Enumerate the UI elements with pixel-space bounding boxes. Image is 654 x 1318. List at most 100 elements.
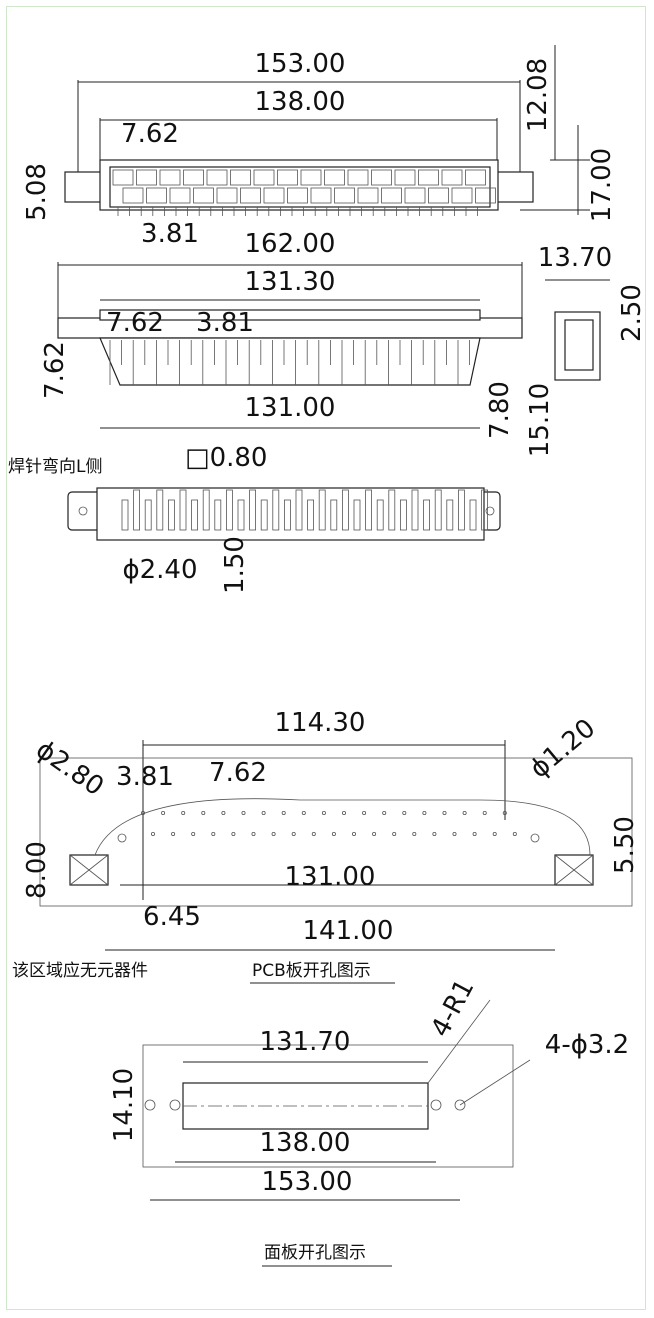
contact-slot xyxy=(159,169,181,186)
contact-slot xyxy=(441,169,463,186)
pin xyxy=(365,489,373,531)
pin xyxy=(388,489,396,531)
contact-slot xyxy=(428,187,449,204)
pin xyxy=(457,489,465,531)
pcb-hole xyxy=(432,832,437,837)
contact-slot xyxy=(240,187,261,204)
dim-15-10: 15.10 xyxy=(525,383,555,457)
pin xyxy=(179,489,187,531)
side-view: 162.00 13.70 131.30 2.50 7.62 3.81 7.62 … xyxy=(40,229,647,457)
contact-slot xyxy=(287,187,308,204)
pcb-hole xyxy=(402,811,407,816)
pin xyxy=(330,499,338,531)
pin xyxy=(272,489,280,531)
contact-slot xyxy=(136,169,157,186)
pcb-hole xyxy=(382,811,387,816)
contact-slot xyxy=(216,187,238,204)
dim-3-81-pitch: 3.81 xyxy=(196,308,254,338)
top-view: 153.00 138.00 12.08 7.62 5.08 17.00 3.81 xyxy=(22,45,617,249)
pcb-hole xyxy=(150,832,155,837)
pin xyxy=(167,499,175,531)
pin xyxy=(481,489,489,531)
dim-5-08: 5.08 xyxy=(22,163,52,221)
contact-slot xyxy=(357,187,379,204)
pin xyxy=(399,499,407,531)
pcb-layout: 114.30 ϕ2.80 3.81 7.62 ϕ1.20 8.00 131.00… xyxy=(12,708,640,984)
dim-4-r1: 4-R1 xyxy=(425,974,480,1042)
contact-slot xyxy=(169,187,191,204)
pcb-hole xyxy=(341,811,346,816)
bottom-view: 焊针弯向L侧 □0.80 ϕ2.40 1.50 xyxy=(8,443,501,594)
drawing-frame xyxy=(6,6,646,1310)
dim-7-62-height: 7.62 xyxy=(40,341,70,399)
pin-bend-note: 焊针弯向L侧 xyxy=(8,457,102,477)
contact-slot xyxy=(475,187,496,204)
pcb-hole xyxy=(392,832,397,837)
pcb-hole xyxy=(161,811,166,816)
contact-slot xyxy=(122,187,144,204)
pcb-hole xyxy=(452,832,457,837)
dim-17-00: 17.00 xyxy=(587,148,617,222)
panel-cutout: 4-R1 131.70 4-ϕ3.2 14.10 138.00 153.00 面… xyxy=(109,974,629,1267)
pin xyxy=(156,489,164,531)
dim-0-80: □0.80 xyxy=(185,443,267,473)
pin xyxy=(423,499,431,531)
panel-title: 面板开孔图示 xyxy=(264,1243,366,1263)
contact-slot xyxy=(230,169,251,186)
pcb-hole xyxy=(321,811,326,816)
pcb-hole xyxy=(221,811,226,816)
dim-5-50: 5.50 xyxy=(610,816,640,874)
contact-slot xyxy=(465,169,486,186)
pin xyxy=(341,489,349,531)
contact-slot xyxy=(334,187,355,204)
contact-slot xyxy=(310,187,332,204)
contact-slot xyxy=(193,187,214,204)
dim-131: 131.00 xyxy=(245,393,336,423)
pin xyxy=(353,499,361,531)
pin xyxy=(376,499,384,531)
dim-7-62-pcb: 7.62 xyxy=(209,758,267,788)
dim-12-08: 12.08 xyxy=(523,58,553,132)
pcb-hole xyxy=(362,811,367,816)
pcb-hole xyxy=(251,832,256,837)
pcb-hole xyxy=(331,832,336,837)
pcb-hole xyxy=(271,832,276,837)
pcb-hole xyxy=(372,832,377,837)
contact-slot xyxy=(394,169,416,186)
pcb-hole xyxy=(512,832,517,837)
pcb-hole xyxy=(211,832,216,837)
dim-1-50: 1.50 xyxy=(220,536,250,594)
pin xyxy=(307,499,315,531)
dim-1-20: ϕ1.20 xyxy=(524,713,601,784)
pcb-hole xyxy=(422,811,427,816)
contact-slot xyxy=(253,169,275,186)
contact-slot xyxy=(112,169,134,186)
pin xyxy=(225,489,233,531)
pcb-hole xyxy=(231,832,236,837)
dim-3-81-pcb: 3.81 xyxy=(116,762,174,792)
pcb-hole xyxy=(301,811,306,816)
pcb-hole xyxy=(171,832,176,837)
dim-holes: 4-ϕ3.2 xyxy=(545,1030,629,1060)
dim-7-62: 7.62 xyxy=(121,119,179,149)
pcb-hole xyxy=(472,832,477,837)
pin xyxy=(283,499,291,531)
pcb-hole xyxy=(492,832,497,837)
contact-slot xyxy=(300,169,322,186)
dim-13-70: 13.70 xyxy=(538,243,612,273)
pin xyxy=(318,489,326,531)
dim-131-70: 131.70 xyxy=(260,1027,351,1057)
pin xyxy=(260,499,268,531)
pcb-hole xyxy=(462,811,467,816)
pcb-hole xyxy=(311,832,316,837)
contact-slot xyxy=(324,169,345,186)
pin xyxy=(237,499,245,531)
pin xyxy=(121,499,129,531)
pcb-hole xyxy=(412,832,417,837)
pin xyxy=(191,499,199,531)
contact-slot xyxy=(146,187,167,204)
pcb-title: PCB板开孔图示 xyxy=(252,961,371,981)
pcb-hole xyxy=(291,832,296,837)
pcb-hole xyxy=(191,832,196,837)
